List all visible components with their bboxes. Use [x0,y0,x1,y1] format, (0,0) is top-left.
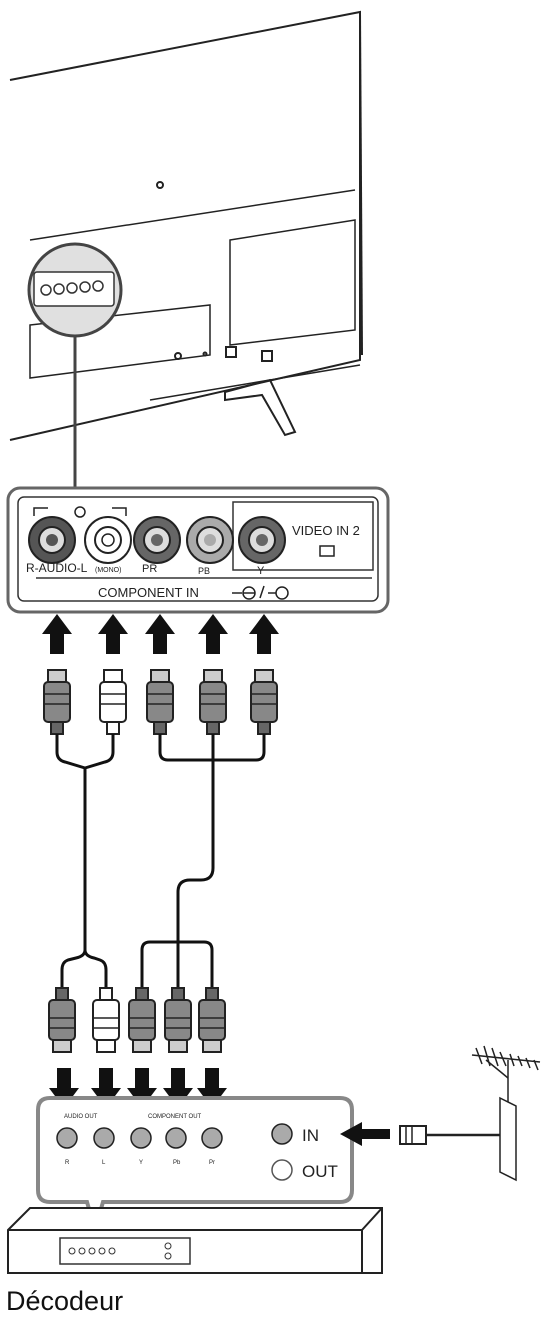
decoder-output-panel: AUDIO OUT COMPONENT OUT R L Y Pb Pr IN O… [36,1096,354,1238]
decoder-l-jack[interactable] [93,1127,115,1149]
arrows-to-tv [42,614,279,654]
decoder-pr-label: Pr [209,1160,215,1166]
decoder-box [7,1207,383,1274]
in-label: IN [302,1126,319,1145]
tv-rear [9,10,363,441]
antenna-cable [340,1122,502,1146]
video-in-label: VIDEO IN 2 [292,523,360,538]
antenna-icon [471,1045,541,1182]
lower-plugs [48,987,226,1053]
component-out-label: COMPONENT OUT [148,1114,202,1120]
decoder-r-label: R [65,1160,70,1166]
decoder-pb-jack[interactable] [165,1127,187,1149]
antenna-in-jack[interactable] [271,1123,293,1145]
decoder-l-label: L [102,1160,106,1166]
upper-plugs [43,669,278,735]
decoder-caption: Décodeur [6,1286,124,1316]
component-icon [232,585,289,600]
tv-jack-magnifier [27,242,123,490]
decoder-pr-jack[interactable] [201,1127,223,1149]
video-input-icon [319,545,335,557]
audio-label: R-AUDIO-L [26,561,88,575]
decoder-y-jack[interactable] [130,1127,152,1149]
tv-input-panel: R-AUDIO-L (MONO) PR PB Y VIDEO IN 2 COMP… [6,486,390,614]
antenna-out-jack[interactable] [271,1159,293,1181]
out-label: OUT [302,1162,338,1181]
decoder-r-jack[interactable] [56,1127,78,1149]
component-in-label: COMPONENT IN [98,585,199,600]
cables [55,734,266,988]
mono-label: (MONO) [95,567,121,574]
audio-out-label: AUDIO OUT [64,1114,98,1120]
pr-label: PR [142,563,157,575]
decoder-y-label: Y [139,1160,143,1166]
decoder-pb-label: Pb [173,1160,181,1166]
y-label: Y [257,565,265,577]
input-icon [74,506,86,518]
pb-label: PB [198,566,210,576]
